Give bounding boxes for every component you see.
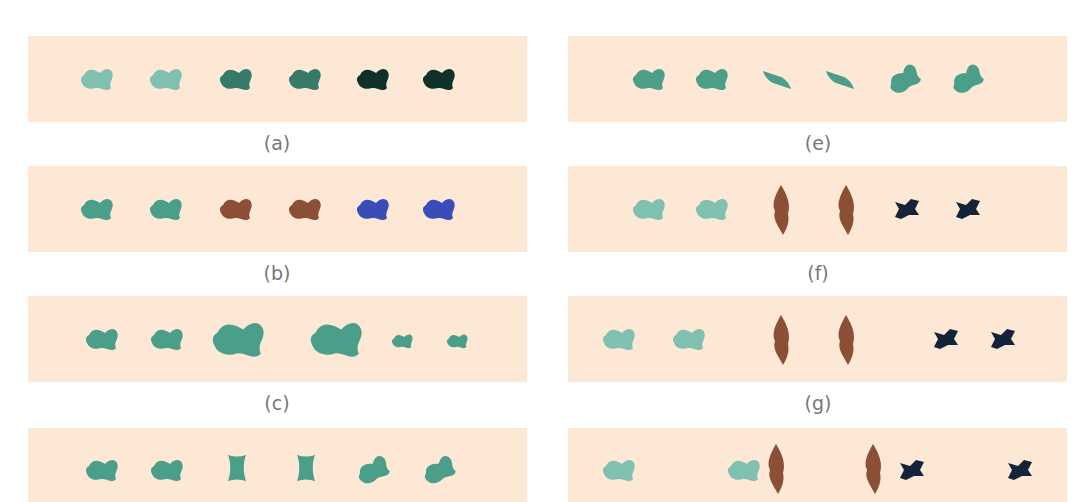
- shapes-d: [86, 454, 458, 488]
- shapes-b: [81, 199, 455, 220]
- panel-grounds: [28, 36, 1067, 502]
- panel-label: (e): [805, 134, 832, 153]
- shapes-g: [603, 315, 1015, 365]
- panel-label: (b): [264, 264, 291, 283]
- shapes-f: [633, 185, 980, 235]
- shapes-e: [633, 62, 986, 97]
- shapes-c: [86, 323, 468, 357]
- panel-label: (g): [805, 394, 832, 413]
- panel-label: (f): [807, 264, 829, 283]
- shapes-h: [603, 444, 1032, 494]
- shapes-a: [81, 69, 455, 90]
- panel-label: (a): [264, 134, 290, 153]
- panel-label: (c): [264, 394, 289, 413]
